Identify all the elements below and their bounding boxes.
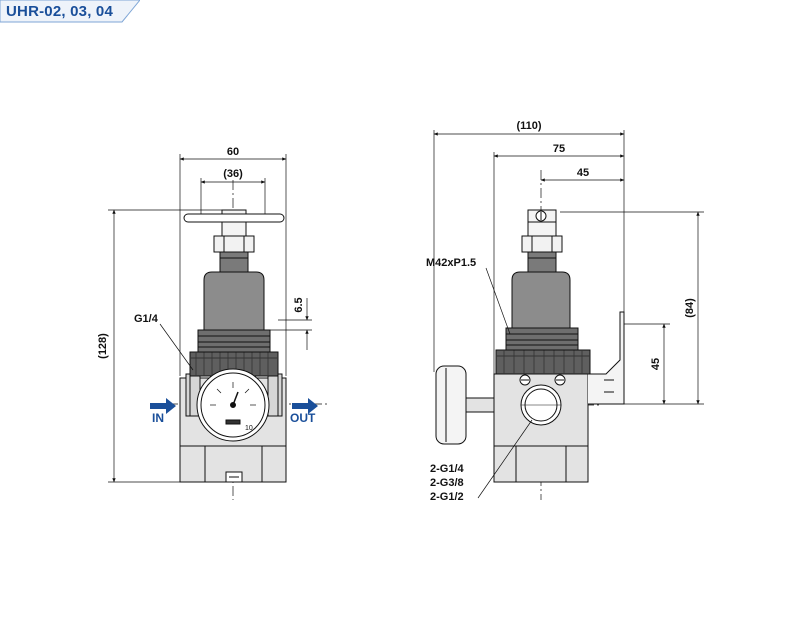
port-label-2: 2-G3/8 <box>430 477 464 489</box>
dim-84: (84) <box>684 298 696 318</box>
in-label: IN <box>152 411 164 425</box>
side-view <box>435 170 625 500</box>
dim-small-6-5: 6.5 <box>293 297 305 312</box>
out-label: OUT <box>290 411 316 425</box>
port-label-1: 2-G1/4 <box>430 463 465 475</box>
title-tab-shape <box>0 0 140 23</box>
dim-width-60: 60 <box>227 146 239 158</box>
dim-inner-36: (36) <box>223 168 243 180</box>
port-label-3: 2-G1/2 <box>430 491 464 503</box>
gauge-mark: 10 <box>245 425 253 432</box>
port-label-g1-4: G1/4 <box>134 313 159 325</box>
dim-total-110: (110) <box>516 120 541 132</box>
thread-label: M42xP1.5 <box>426 257 476 269</box>
page-title: UHR-02, 03, 04 <box>6 3 114 20</box>
dim-height-128: (128) <box>97 333 109 359</box>
dim-45-top: 45 <box>577 167 589 179</box>
title-tab: UHR-02, 03, 04 <box>0 0 140 24</box>
front-view <box>150 180 330 500</box>
front-view-dimensions <box>108 154 312 483</box>
dim-45-side: 45 <box>650 358 662 370</box>
flow-arrows <box>150 398 318 414</box>
side-view-dimensions <box>433 130 704 499</box>
dim-75: 75 <box>553 143 565 155</box>
